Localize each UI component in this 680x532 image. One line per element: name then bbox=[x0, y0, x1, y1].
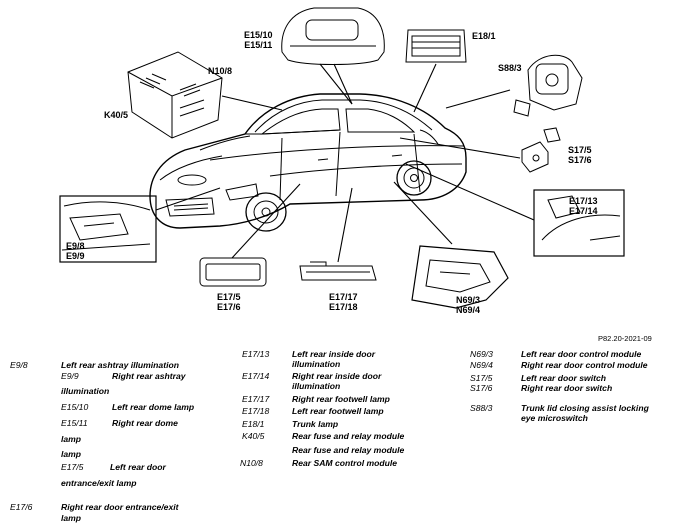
legend-desc: Right rear dome bbox=[112, 418, 178, 428]
legend-desc: Left rear dome lamp bbox=[112, 402, 195, 412]
legend-code: E17/14 bbox=[242, 371, 270, 381]
callout-s17-6: S17/6 bbox=[568, 155, 592, 165]
legend-desc: Right rear door control module bbox=[521, 360, 648, 370]
legend-desc: lamp bbox=[61, 513, 82, 523]
legend-desc: Rear fuse and relay module bbox=[292, 445, 405, 455]
callout-e18-1: E18/1 bbox=[472, 31, 496, 41]
legend-code: N10/8 bbox=[240, 458, 263, 468]
entrance-lamp-illustration bbox=[199, 257, 267, 287]
callout-e17-18-label: E17/18 bbox=[329, 302, 358, 312]
callout-e17-17-label: E17/17 bbox=[329, 292, 358, 302]
callout-n69: N69/3 N69/4 bbox=[456, 295, 480, 315]
legend-code: E9/8 bbox=[10, 360, 28, 370]
trunk-latch-illustration bbox=[513, 54, 583, 117]
legend-code: K40/5 bbox=[242, 431, 265, 441]
legend-desc: Right rear door switch bbox=[521, 383, 613, 393]
legend-desc: Trunk lamp bbox=[292, 419, 339, 429]
legend-code: E17/5 bbox=[61, 462, 84, 472]
legend-desc: Right rear inside door bbox=[292, 371, 382, 381]
legend-desc: Right rear ashtray bbox=[112, 371, 186, 381]
callout-e17-13: E17/13 E17/14 bbox=[569, 196, 598, 216]
legend-code: S17/5 bbox=[470, 373, 493, 383]
callout-n69-3: N69/3 bbox=[456, 295, 481, 305]
legend-desc: Trunk lid closing assist locking bbox=[521, 403, 649, 413]
callout-e15: E15/10 E15/11 bbox=[244, 30, 273, 50]
figure-reference: P82.20-2021-09 bbox=[598, 334, 652, 343]
door-switch-illustration bbox=[521, 127, 561, 173]
callout-s17-5: S17/5 bbox=[568, 145, 592, 155]
legend-code: E9/9 bbox=[61, 371, 79, 381]
callout-e9-9: E9/9 bbox=[66, 251, 85, 261]
legend-desc: Left rear ashtray illumination bbox=[61, 360, 179, 370]
callout-n10-8: N10/8 bbox=[208, 66, 233, 76]
legend-desc: entrance/exit lamp bbox=[61, 478, 137, 488]
component-location-diagram bbox=[59, 7, 625, 309]
legend-desc: Left rear door control module bbox=[521, 349, 642, 359]
legend-desc: illumination bbox=[292, 381, 341, 391]
legend-code: E17/17 bbox=[242, 394, 270, 404]
callout-e9: E9/8 E9/9 bbox=[66, 241, 85, 261]
callout-e17-6-label: E17/6 bbox=[217, 302, 241, 312]
legend-code: N69/4 bbox=[470, 360, 493, 370]
legend-code: N69/3 bbox=[470, 349, 493, 359]
callout-e17-14-label: E17/14 bbox=[569, 206, 598, 216]
legend-code: E17/6 bbox=[10, 502, 33, 512]
legend-code: E15/11 bbox=[61, 418, 88, 428]
callout-e9-8: E9/8 bbox=[66, 241, 85, 251]
callout-s88-3: S88/3 bbox=[498, 63, 522, 73]
callout-s17: S17/5 S17/6 bbox=[568, 145, 592, 165]
legend-desc: lamp bbox=[61, 434, 82, 444]
ashtray-inset bbox=[59, 195, 157, 263]
callout-n69-4: N69/4 bbox=[456, 305, 481, 315]
legend-code: S88/3 bbox=[470, 403, 493, 413]
legend-desc: Rear fuse and relay module bbox=[292, 431, 405, 441]
inside-door-inset bbox=[533, 189, 625, 257]
dome-lamp-illustration bbox=[281, 7, 385, 65]
legend-desc: illumination bbox=[292, 359, 341, 369]
legend-desc: Right rear door entrance/exit bbox=[61, 502, 179, 512]
callout-e17-17: E17/17 E17/18 bbox=[329, 292, 358, 312]
legend-desc: Left rear footwell lamp bbox=[292, 406, 384, 416]
callout-e17-5: E17/5 E17/6 bbox=[217, 292, 241, 312]
callout-e15-11: E15/11 bbox=[244, 40, 273, 50]
callout-k40-5: K40/5 bbox=[104, 110, 129, 120]
legend-desc: eye microswitch bbox=[521, 413, 588, 423]
legend-code: E15/10 bbox=[61, 402, 89, 412]
legend-code: S17/6 bbox=[470, 383, 493, 393]
sam-module-illustration bbox=[127, 51, 223, 139]
trunk-lamp-illustration bbox=[405, 29, 467, 63]
legend-desc: lamp bbox=[61, 449, 82, 459]
legend-desc: Left rear door bbox=[110, 462, 166, 472]
legend-code: E17/18 bbox=[242, 406, 270, 416]
callout-e17-13-label: E17/13 bbox=[569, 196, 598, 206]
callout-e17-5-label: E17/5 bbox=[217, 292, 241, 302]
legend-desc: Right rear footwell lamp bbox=[292, 394, 390, 404]
legend-desc: Rear SAM control module bbox=[292, 458, 398, 468]
footwell-lamp-illustration bbox=[299, 261, 377, 281]
car-illustration bbox=[149, 93, 467, 232]
legend-code: E18/1 bbox=[242, 419, 265, 429]
leader-lines bbox=[155, 63, 535, 263]
legend-desc: illumination bbox=[61, 386, 110, 396]
callout-e15-10: E15/10 bbox=[244, 30, 273, 40]
legend-code: E17/13 bbox=[242, 349, 270, 359]
legend-desc: Left rear door switch bbox=[521, 373, 606, 383]
legend-desc: Left rear inside door bbox=[292, 349, 376, 359]
door-control-module-illustration bbox=[411, 245, 509, 309]
